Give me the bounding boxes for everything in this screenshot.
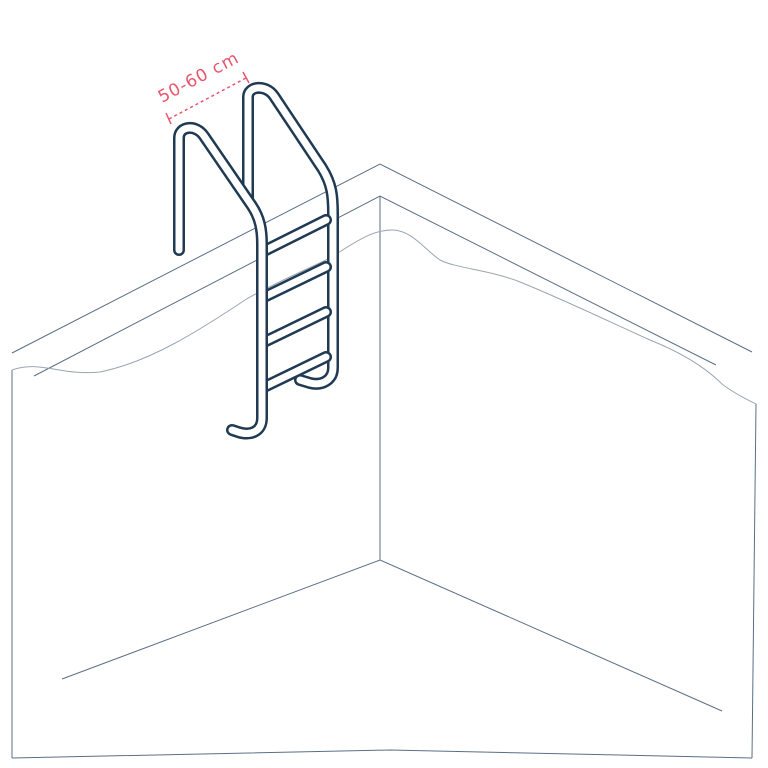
dimension-tick-left bbox=[165, 112, 172, 125]
pool-ladder bbox=[173, 81, 339, 440]
ladder-rung-fill bbox=[258, 353, 330, 392]
water-surface-line bbox=[11, 229, 757, 405]
ladder-rung-fill bbox=[258, 308, 330, 347]
dimension-line bbox=[168, 77, 247, 120]
ladder-back-rail bbox=[244, 84, 337, 388]
pool-bottom-edge bbox=[11, 749, 753, 759]
pool-floor-edges bbox=[61, 559, 723, 712]
dimension-tick-right bbox=[242, 71, 250, 84]
ladder-rung-fill bbox=[258, 263, 330, 302]
ladder-rung-fill bbox=[258, 216, 330, 256]
pool-rim-inner bbox=[33, 195, 717, 377]
ladder-front-rail bbox=[175, 124, 266, 437]
dimension-label: 50-60 cm bbox=[155, 48, 243, 107]
pool-rim-outer bbox=[11, 163, 753, 354]
pool-outline bbox=[11, 163, 757, 759]
pool-right-wall-edge bbox=[751, 403, 757, 759]
width-dimension: 50-60 cm bbox=[155, 48, 250, 125]
ladder-rungs bbox=[256, 214, 332, 394]
